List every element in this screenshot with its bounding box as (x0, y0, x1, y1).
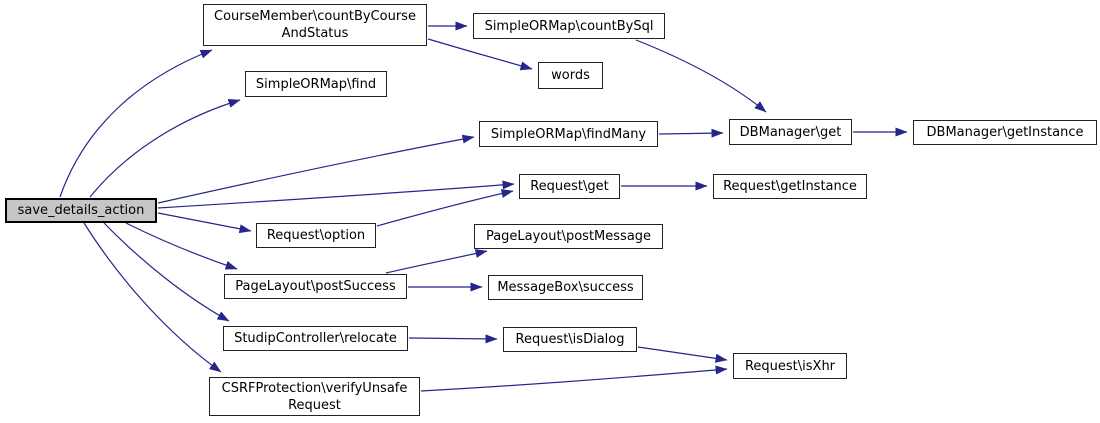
edge-findMany-dbGet (658, 128, 724, 138)
node-label: CourseMember\countByCourse (214, 9, 416, 24)
edge-save-requestGet (157, 180, 515, 209)
edge-save-requestOption (157, 212, 252, 234)
node-label: Request\option (266, 228, 366, 243)
node-studipcontroller-relocate[interactable]: StudipController\relocate (223, 326, 408, 351)
node-request-isdialog[interactable]: Request\isDialog (503, 327, 637, 352)
edge-relocate-isDialog (408, 334, 498, 344)
node-label: MessageBox\success (497, 280, 634, 295)
node-label: Request\isXhr (744, 358, 836, 374)
node-label: StudipController\relocate (234, 331, 397, 346)
node-label: SimpleORMap\findMany (490, 126, 647, 142)
edge-save-relocate (103, 222, 230, 322)
node-request-isxhr[interactable]: Request\isXhr (733, 353, 847, 379)
node-simpleormap-findmany[interactable]: SimpleORMap\findMany (479, 121, 658, 147)
node-label: save_details_action (17, 203, 145, 218)
node-label: AndStatus (281, 26, 349, 41)
node-save-details-action: save_details_action (5, 198, 157, 223)
node-simpleormap-find[interactable]: SimpleORMap\find (245, 71, 387, 97)
edge-isDialog-isXhr (637, 346, 728, 363)
node-request-get[interactable]: Request\get (519, 174, 620, 199)
node-label: Request (288, 397, 341, 413)
node-label: Request\get (530, 179, 609, 194)
node-csrfprotection-verifyunsaferequest[interactable]: CSRFProtection\verifyUnsafe Request (209, 377, 420, 416)
node-pagelayout-postmessage[interactable]: PageLayout\postMessage (474, 224, 663, 249)
node-label: PageLayout\postSuccess (235, 279, 396, 294)
node-label: DBManager\getInstance (926, 125, 1084, 140)
edge-save-verifyUnsafeRequest (83, 222, 222, 373)
node-pagelayout-postsuccess[interactable]: PageLayout\postSuccess (224, 274, 407, 299)
node-label: Request\getInstance (723, 179, 857, 194)
node-label: PageLayout\postMessage (485, 229, 652, 244)
node-label: SimpleORMap\countBySql (484, 18, 654, 34)
edge-save-countByCourseAndStatus (59, 49, 213, 198)
node-label: SimpleORMap\find (255, 76, 377, 92)
node-words[interactable]: words (538, 62, 603, 89)
node-dbmanager-get[interactable]: DBManager\get (729, 119, 852, 145)
node-request-getinstance[interactable]: Request\getInstance (713, 174, 867, 199)
edge-countBySql-dbGet (635, 39, 767, 113)
node-label: CSRFProtection\verifyUnsafe (221, 380, 408, 396)
node-label: words (551, 68, 590, 83)
node-messagebox-success[interactable]: MessageBox\success (488, 275, 643, 300)
edge-requestOption-requestGet (376, 189, 514, 227)
edge-save-findMany (157, 134, 475, 204)
node-dbmanager-getinstance[interactable]: DBManager\getInstance (913, 120, 1097, 145)
node-request-option[interactable]: Request\option (256, 223, 376, 248)
node-label: DBManager\get (739, 124, 842, 140)
edge-postSuccess-postMessage (385, 249, 488, 274)
edge-countByCourseAndStatus-words (427, 38, 533, 71)
node-coursemember-countbycourseandstatus[interactable]: CourseMember\countByCourse AndStatus (203, 4, 427, 46)
edge-verifyUnsafeRequest-isXhr (420, 365, 728, 392)
edge-save-find (89, 99, 241, 198)
node-label: Request\isDialog (515, 332, 625, 347)
edge-save-postSuccess (125, 222, 238, 270)
node-simpleormap-countbysql[interactable]: SimpleORMap\countBySql (473, 13, 665, 39)
